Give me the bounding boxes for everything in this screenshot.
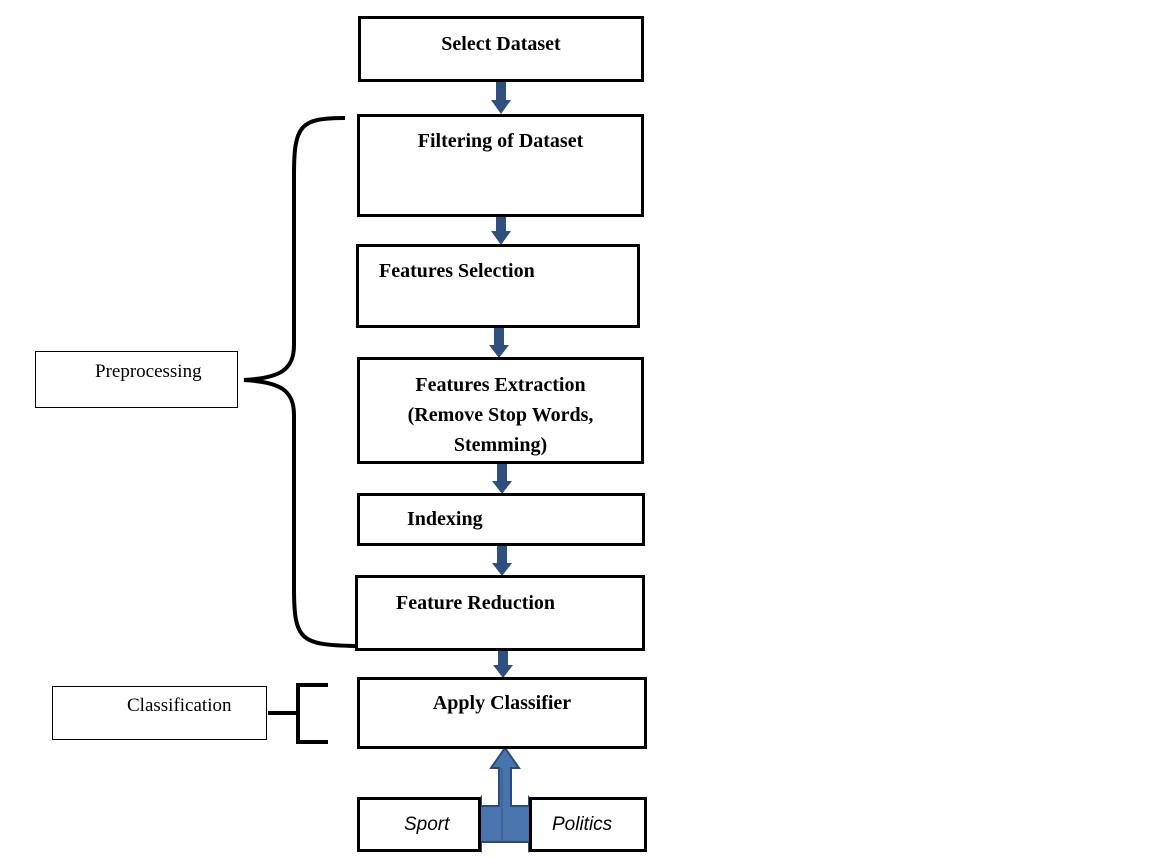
arrow-filter-to-selection xyxy=(491,216,511,245)
arrow-selection-to-extraction xyxy=(489,327,509,358)
step-filtering: Filtering of Dataset xyxy=(357,114,644,217)
step-features-extraction-line-2: (Remove Stop Words, xyxy=(407,404,594,426)
step-apply-classifier-label: Apply Classifier xyxy=(432,692,572,714)
output-politics-label: Politics xyxy=(552,814,613,835)
step-filtering-label: Filtering of Dataset xyxy=(417,130,584,152)
step-select-dataset: Select Dataset xyxy=(358,16,644,82)
step-features-selection: Features Selection xyxy=(356,244,640,328)
step-indexing: Indexing xyxy=(357,493,645,546)
classification-bracket xyxy=(268,683,328,744)
group-preprocessing-label: Preprocessing xyxy=(95,361,202,382)
output-double-arrow xyxy=(461,746,549,854)
step-features-extraction: Features Extraction (Remove Stop Words, … xyxy=(357,357,644,464)
output-politics: Politics xyxy=(529,797,647,852)
arrow-reduction-to-classifier xyxy=(493,650,513,678)
arrow-extraction-to-indexing xyxy=(492,463,512,494)
step-indexing-label: Indexing xyxy=(407,508,483,530)
step-apply-classifier: Apply Classifier xyxy=(357,677,647,749)
group-preprocessing: Preprocessing xyxy=(35,351,238,408)
step-select-dataset-label: Select Dataset xyxy=(441,33,561,55)
step-feature-reduction-label: Feature Reduction xyxy=(396,592,556,614)
step-features-extraction-line-1: Features Extraction xyxy=(415,374,586,396)
arrow-indexing-to-reduction xyxy=(492,545,512,576)
step-feature-reduction: Feature Reduction xyxy=(355,575,645,651)
preprocessing-brace xyxy=(243,116,356,648)
group-classification: Classification xyxy=(52,686,267,740)
step-features-extraction-label: Features Extraction (Remove Stop Words, … xyxy=(360,370,641,460)
step-features-extraction-line-3: Stemming) xyxy=(453,434,548,456)
group-classification-label: Classification xyxy=(127,695,232,716)
output-sport-label: Sport xyxy=(404,814,450,835)
arrow-select-to-filter xyxy=(491,81,511,114)
step-features-selection-label: Features Selection xyxy=(379,260,535,282)
output-sport: Sport xyxy=(357,797,481,852)
